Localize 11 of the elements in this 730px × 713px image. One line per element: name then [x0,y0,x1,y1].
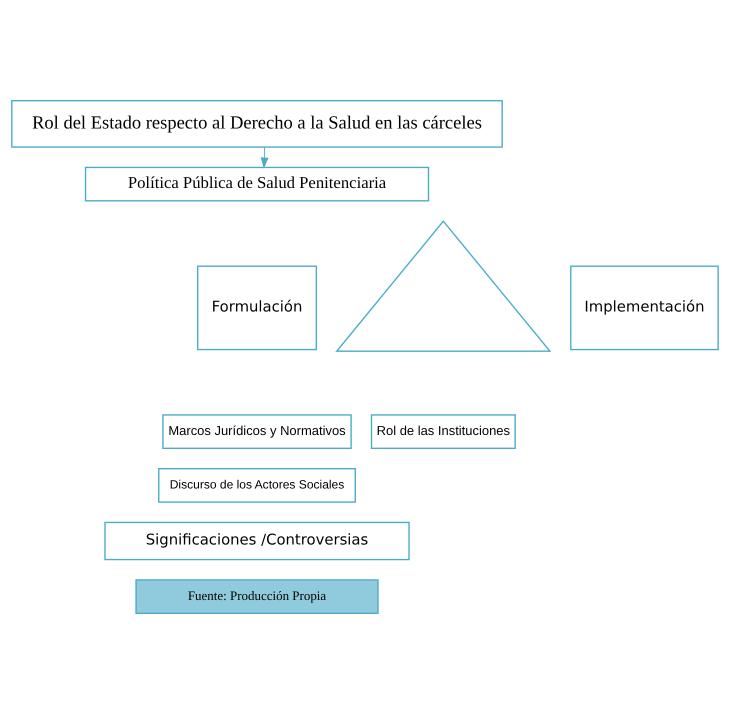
node-triangle [335,220,552,352]
node-box: Política Pública de Salud Penitenciaria [84,166,430,201]
node-box: Rol de las Instituciones [370,414,516,448]
node-box: Marcos Jurídicos y Normativos [162,414,352,448]
arrow [260,146,268,168]
node-box: Significaciones /Controversias [104,521,410,560]
node-box: Rol del Estado respecto al Derecho a la Salud en las cárceles [11,100,503,148]
node-box: Discurso de los Actores Sociales [158,468,356,502]
node-box: Formulación [197,264,318,350]
node-box: Implementación [570,264,719,350]
node-box: Fuente: Producción Propia [135,578,379,614]
